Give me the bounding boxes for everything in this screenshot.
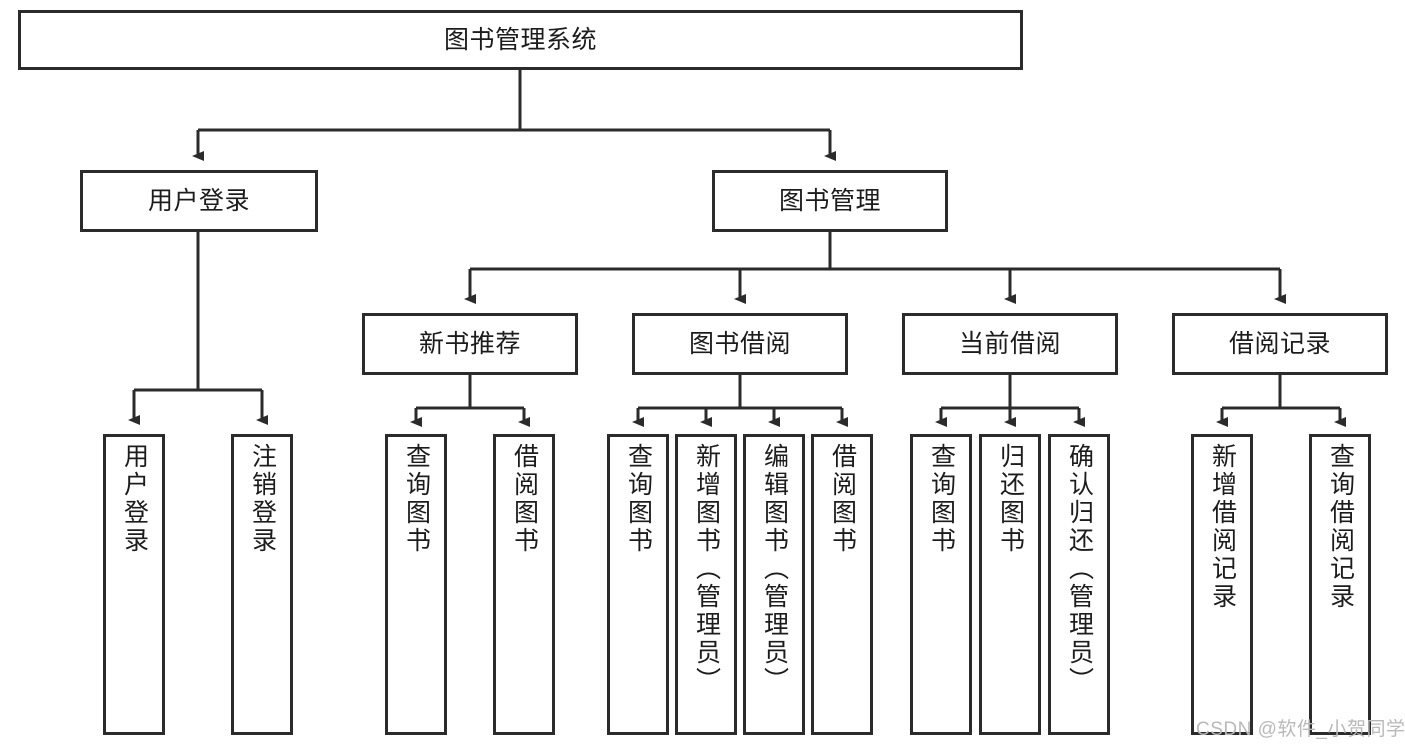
node-new-book-recommend[interactable]: 新书推荐 — [362, 313, 578, 375]
leaf-current-borrow-confirm-return[interactable]: 确认归还（管理员） — [1048, 434, 1110, 735]
leaf-current-borrow-query[interactable]: 查询图书 — [910, 434, 972, 735]
node-user-login[interactable]: 用户登录 — [80, 170, 318, 232]
node-book-management[interactable]: 图书管理 — [712, 170, 948, 232]
leaf-book-borrow-edit[interactable]: 编辑图书（管理员） — [743, 434, 805, 735]
watermark: CSDN @软件_小贺同学 — [1196, 719, 1405, 740]
node-label: 借阅图书 — [510, 443, 539, 555]
leaf-borrow-record-query[interactable]: 查询借阅记录 — [1309, 434, 1371, 735]
node-label: 借阅记录 — [1228, 329, 1331, 358]
leaf-user-login-logout[interactable]: 注销登录 — [231, 434, 293, 735]
node-borrow-record[interactable]: 借阅记录 — [1172, 313, 1388, 375]
node-label: 编辑图书（管理员） — [760, 443, 789, 695]
node-label: 确认归还（管理员） — [1065, 443, 1094, 695]
node-label: 新增借阅记录 — [1208, 443, 1237, 611]
node-label: 图书管理 — [778, 186, 881, 215]
leaf-book-borrow-add[interactable]: 新增图书（管理员） — [675, 434, 737, 735]
leaf-new-book-query[interactable]: 查询图书 — [385, 434, 447, 735]
node-label: 新增图书（管理员） — [692, 443, 721, 695]
node-label: 图书借阅 — [688, 329, 791, 358]
node-label: 借阅图书 — [828, 443, 857, 555]
leaf-current-borrow-return[interactable]: 归还图书 — [979, 434, 1041, 735]
leaf-book-borrow-query[interactable]: 查询图书 — [607, 434, 669, 735]
node-label: 当前借阅 — [958, 329, 1061, 358]
node-label: 归还图书 — [996, 443, 1025, 555]
leaf-book-borrow-borrow[interactable]: 借阅图书 — [811, 434, 873, 735]
node-label: 查询图书 — [402, 443, 431, 555]
node-book-borrow[interactable]: 图书借阅 — [632, 313, 848, 375]
node-label: 图书管理系统 — [443, 25, 597, 54]
node-label: 注销登录 — [248, 443, 277, 555]
node-label: 用户登录 — [120, 443, 149, 555]
node-current-borrow[interactable]: 当前借阅 — [902, 313, 1118, 375]
node-label: 用户登录 — [147, 186, 250, 215]
node-book-management-system[interactable]: 图书管理系统 — [18, 10, 1023, 70]
node-label: 新书推荐 — [418, 329, 521, 358]
leaf-new-book-borrow[interactable]: 借阅图书 — [493, 434, 555, 735]
leaf-borrow-record-add[interactable]: 新增借阅记录 — [1191, 434, 1253, 735]
node-label: 查询借阅记录 — [1326, 443, 1355, 611]
leaf-user-login-login[interactable]: 用户登录 — [103, 434, 165, 735]
node-label: 查询图书 — [927, 443, 956, 555]
node-label: 查询图书 — [624, 443, 653, 555]
